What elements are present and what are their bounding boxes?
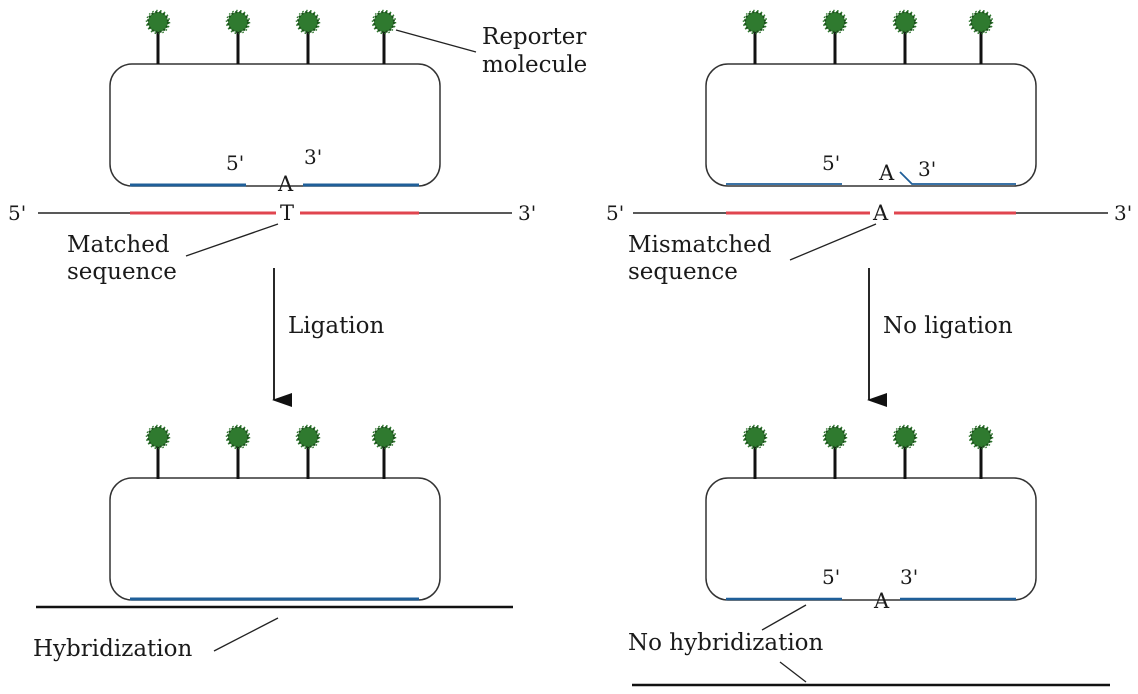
- reporter-molecule-icon: [225, 424, 251, 481]
- reporter-label-line2: molecule: [482, 52, 587, 78]
- probe-3-prime: 3': [918, 157, 936, 181]
- target-base: A: [872, 201, 889, 225]
- probe-box: [109, 63, 441, 187]
- probe-box: [109, 477, 441, 601]
- target-3-prime: 3': [1114, 201, 1132, 225]
- result-label: No hybridization: [628, 630, 824, 656]
- probe-3-prime: 3': [304, 145, 322, 169]
- reporter-molecule-icon: [742, 424, 768, 481]
- sequence-label: Mismatched: [628, 232, 772, 258]
- reporter-molecule-icon: [295, 9, 321, 66]
- left-bottom-panel: Hybridization: [33, 424, 513, 662]
- right-step-arrow: No ligation: [867, 268, 1013, 407]
- probe-5-prime: 5': [226, 151, 244, 175]
- reporter-label: Reporter: [482, 24, 586, 50]
- probe-5-prime: 5': [822, 565, 840, 589]
- probe-base: A: [878, 161, 895, 185]
- sequence-label: Matched: [67, 232, 170, 258]
- reporter-molecule-icon: [225, 9, 251, 66]
- reporter-molecule-icon: [968, 9, 994, 66]
- reporter-molecule-icon: [295, 424, 321, 481]
- probe-3-prime: 3': [900, 565, 918, 589]
- reporter-molecule-icon: [371, 9, 397, 66]
- target-base: T: [280, 201, 294, 225]
- reporter-pointer-line: [395, 29, 477, 53]
- reporter-molecule-icon: [822, 424, 848, 481]
- probe-base: A: [277, 172, 294, 196]
- probe-box: [705, 477, 1037, 601]
- sequence-pointer-line: [789, 223, 877, 261]
- probe-box: [705, 63, 1037, 187]
- step-label: Ligation: [288, 313, 385, 339]
- reporter-molecule-icon: [892, 9, 918, 66]
- reporter-molecule-icon: [742, 9, 768, 66]
- step-label: No ligation: [883, 313, 1013, 339]
- target-5-prime: 5': [8, 201, 26, 225]
- reporter-molecule-icon: [892, 424, 918, 481]
- reporter-molecule-icon: [145, 9, 171, 66]
- reporter-molecule-icon: [145, 424, 171, 481]
- reporter-molecule-icon: [822, 9, 848, 66]
- left-step-arrow: Ligation: [272, 268, 385, 407]
- result-label: Hybridization: [33, 636, 192, 662]
- left-top-panel: Reporter molecule 5' 3' A 5' 3' T Matche…: [8, 9, 587, 285]
- target-5-prime: 5': [606, 201, 624, 225]
- right-bottom-panel: 5' 3' A No hybridization: [628, 424, 1110, 687]
- no-hybridization-pointer-top: [761, 604, 807, 631]
- sequence-label-line2: sequence: [67, 259, 177, 285]
- target-3-prime: 3': [518, 201, 536, 225]
- no-hybridization-pointer-bottom: [779, 661, 807, 683]
- probe-base: A: [873, 589, 890, 613]
- sequence-label-line2: sequence: [628, 259, 738, 285]
- reporter-molecule-icon: [968, 424, 994, 481]
- right-top-panel: 5' 3' A 5' 3' A Mismatched sequence: [606, 9, 1132, 285]
- reporter-molecule-icon: [371, 424, 397, 481]
- probe-strand-right-unpaired: [899, 171, 1016, 185]
- sequence-pointer-line: [185, 223, 279, 257]
- probe-5-prime: 5': [822, 151, 840, 175]
- hybridization-pointer-line: [213, 617, 279, 652]
